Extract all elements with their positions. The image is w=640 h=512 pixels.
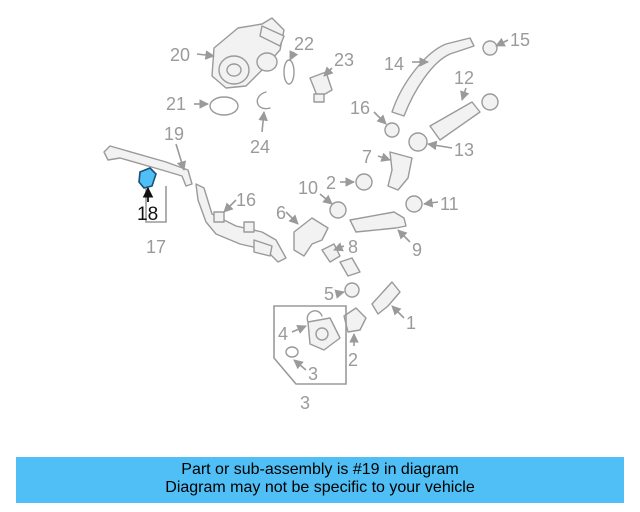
- callout-8: 8: [348, 237, 358, 257]
- part-6-fitting[interactable]: [344, 282, 360, 298]
- leader-4: [293, 359, 307, 371]
- callout-4: 3: [308, 364, 318, 384]
- part-8-fitting[interactable]: [321, 243, 341, 263]
- callout-5: 4: [278, 324, 288, 344]
- leader-21: [196, 50, 215, 60]
- callout-11: 10: [298, 178, 318, 198]
- part-2-flange[interactable]: [343, 307, 367, 333]
- callout-23: 23: [334, 50, 354, 70]
- callout-25: 24: [250, 137, 270, 157]
- part-5-clip[interactable]: [306, 310, 323, 323]
- part-13-clamp[interactable]: [481, 93, 499, 111]
- callout-20: 19: [164, 124, 184, 144]
- parts-diagram: 20 21 22 23 24 19 18 17 16 14 15 16 12 1…: [103, 17, 530, 413]
- callout-24: 22: [294, 34, 314, 54]
- callout-17: 16: [236, 190, 256, 210]
- part-3-box: [273, 305, 347, 385]
- callout-3: 3: [300, 393, 310, 413]
- part-23-sensor[interactable]: [309, 71, 333, 103]
- leader-20: [175, 143, 187, 171]
- leader-23: [323, 66, 334, 77]
- callout-21: 20: [170, 45, 190, 65]
- part-15-hose[interactable]: [391, 37, 475, 117]
- callout-12: 11: [440, 194, 459, 214]
- banner-line-1: Part or sub-assembly is #19 in diagram: [181, 461, 459, 478]
- leader-25: [258, 111, 268, 133]
- callout-14: 13: [454, 140, 474, 160]
- leader-6: [334, 289, 345, 299]
- leader-24: [289, 50, 299, 61]
- leader-9: [377, 152, 391, 162]
- part-9-connector[interactable]: [387, 151, 413, 191]
- part-14-clamp[interactable]: [408, 132, 428, 152]
- leader-10: [397, 229, 411, 243]
- part-2-clamp-top[interactable]: [355, 173, 373, 191]
- callout-2b: 2: [348, 350, 358, 370]
- part-1-hose[interactable]: [371, 281, 401, 315]
- callout-16b: 16: [350, 98, 370, 118]
- part-19-fitting[interactable]: [138, 167, 157, 189]
- part-24-seal[interactable]: [283, 59, 295, 85]
- leader-11: [319, 193, 333, 205]
- leader-16a: [495, 37, 509, 47]
- leader-12: [423, 198, 439, 208]
- leader-14: [427, 140, 453, 151]
- callout-2a: 2: [326, 173, 336, 193]
- part-13-hose[interactable]: [429, 101, 481, 141]
- part-16-clamp-b[interactable]: [384, 122, 400, 138]
- part-20-pipe[interactable]: [103, 145, 193, 187]
- leader-8: [333, 242, 345, 252]
- part-22-o-ring[interactable]: [209, 96, 239, 116]
- info-banner: Part or sub-assembly is #19 in diagram D…: [16, 457, 624, 503]
- callout-10: 9: [412, 240, 422, 260]
- leader-7: [285, 211, 299, 225]
- callout-1: 1: [406, 313, 416, 333]
- leader-16b: [373, 111, 387, 125]
- part-16-clamp-a[interactable]: [482, 40, 498, 56]
- part-18-bracket-line: [145, 186, 167, 223]
- part-3-housing[interactable]: [307, 317, 341, 351]
- leader-13: [460, 87, 470, 101]
- part-7-elbow[interactable]: [293, 217, 329, 257]
- callout-22: 21: [166, 94, 186, 114]
- part-17-pipe-assembly[interactable]: [195, 183, 287, 263]
- part-12-clamp[interactable]: [405, 195, 423, 213]
- leader-5: [291, 324, 307, 334]
- part-11-clamp[interactable]: [329, 201, 347, 219]
- callout-9: 7: [362, 147, 372, 167]
- part-25-clip[interactable]: [256, 91, 271, 110]
- part-4-seal[interactable]: [285, 346, 299, 358]
- part-8-nipple[interactable]: [339, 257, 361, 277]
- part-21-housing[interactable]: [211, 17, 285, 89]
- leader-1: [391, 305, 405, 319]
- callout-15: 14: [384, 54, 404, 74]
- callout-13: 12: [454, 68, 474, 88]
- callout-18: 17: [146, 237, 166, 257]
- part-10-hose[interactable]: [349, 211, 407, 233]
- callout-19: 18: [137, 204, 158, 225]
- leader-17: [223, 199, 237, 213]
- banner-line-2: Diagram may not be specific to your vehi…: [165, 479, 475, 496]
- callout-16a: 15: [510, 30, 530, 50]
- callout-6: 5: [324, 284, 334, 304]
- callout-7: 6: [276, 203, 286, 223]
